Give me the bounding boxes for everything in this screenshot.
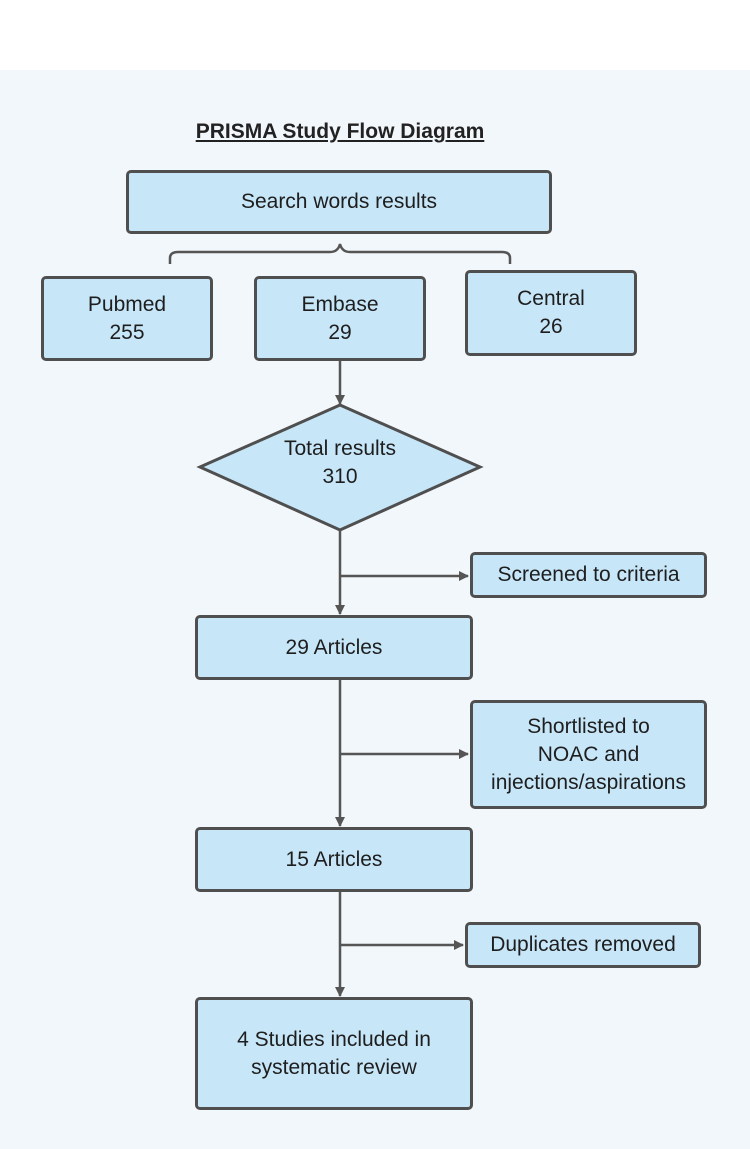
embase-label: Embase <box>301 292 379 316</box>
final-studies-line-2: systematic review <box>251 1055 417 1079</box>
screened-box: Screened to criteria <box>470 552 707 598</box>
pubmed-label: Pubmed <box>87 292 167 316</box>
pubmed-count: 255 <box>109 320 145 344</box>
pubmed-box: Pubmed 255 <box>41 276 213 361</box>
shortlisted-box: Shortlisted to NOAC and injections/aspir… <box>470 700 707 809</box>
articles-15-box: 15 Articles <box>195 827 473 892</box>
total-results-count: 310 <box>322 465 358 488</box>
search-results-box: Search words results <box>126 170 552 234</box>
shortlisted-line-1: Shortlisted to <box>527 714 650 738</box>
articles-29-box: 29 Articles <box>195 615 473 680</box>
grouping-brace <box>168 243 512 264</box>
central-label: Central <box>517 287 585 310</box>
final-studies-box: 4 Studies included in systematic review <box>195 997 473 1110</box>
total-results-diamond <box>196 403 484 532</box>
shortlisted-line-2: NOAC and <box>537 742 640 766</box>
articles-15-label: 15 Articles <box>285 847 383 871</box>
screened-label: Screened to criteria <box>497 563 680 586</box>
search-results-label: Search words results <box>240 190 438 213</box>
central-box: Central 26 <box>465 270 637 356</box>
articles-29-label: 29 Articles <box>285 635 383 659</box>
total-results-text: Total results 310 <box>200 435 480 491</box>
duplicates-box: Duplicates removed <box>465 922 701 968</box>
central-count: 26 <box>539 315 563 338</box>
shortlisted-line-3: injections/aspirations <box>491 770 686 794</box>
duplicates-label: Duplicates removed <box>490 933 676 956</box>
diagram-title: PRISMA Study Flow Diagram <box>195 120 485 143</box>
embase-count: 29 <box>328 320 352 344</box>
embase-box: Embase 29 <box>254 276 426 361</box>
final-studies-line-1: 4 Studies included in <box>237 1027 431 1051</box>
header-band <box>0 0 750 70</box>
total-results-label: Total results <box>283 437 397 460</box>
